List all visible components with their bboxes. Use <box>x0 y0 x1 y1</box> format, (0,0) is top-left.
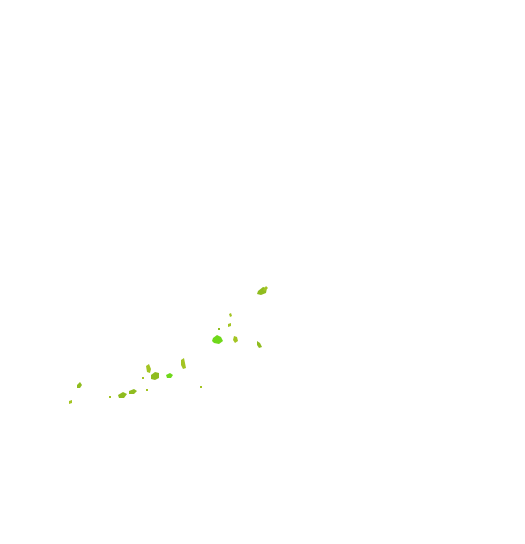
island-patch-15 <box>146 389 148 391</box>
island-patch-16 <box>77 382 82 388</box>
island-patch-13 <box>118 392 127 398</box>
island-patch-7 <box>181 358 186 369</box>
island-patch-6 <box>257 341 262 348</box>
island-patch-5 <box>233 336 238 343</box>
island-patch-8 <box>146 364 151 373</box>
features-layer <box>69 286 268 404</box>
island-patch-11 <box>200 386 202 388</box>
island-patch-19 <box>218 328 220 330</box>
island-patch-20 <box>263 286 268 291</box>
island-patch-10 <box>166 373 173 378</box>
island-patch-14 <box>109 396 111 398</box>
island-patch-4 <box>212 335 223 344</box>
island-patch-2 <box>229 313 232 317</box>
island-patch-3 <box>228 323 231 327</box>
island-patch-18 <box>142 377 144 379</box>
island-patch-17 <box>69 400 72 404</box>
island-patch-12 <box>129 389 137 394</box>
island-patch-9 <box>151 372 159 380</box>
